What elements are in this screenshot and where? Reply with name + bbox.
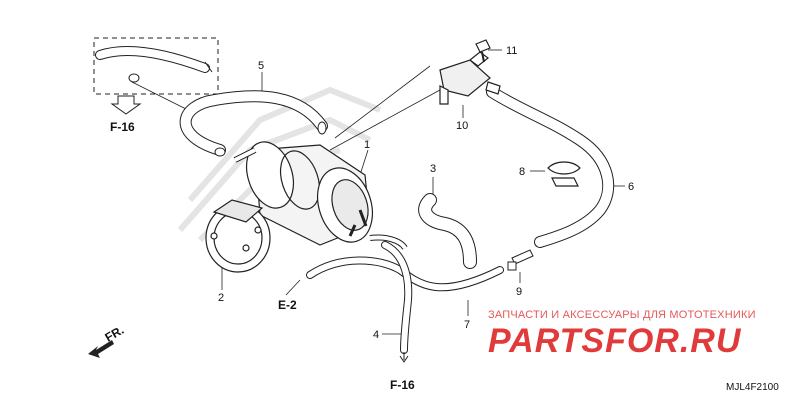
hose-7 — [306, 256, 504, 292]
leader-lines — [131, 49, 625, 335]
hose-3 — [418, 193, 477, 269]
hose-5 — [179, 90, 328, 157]
callout-6: 6 — [628, 181, 634, 193]
clip-8 — [547, 161, 581, 187]
part-code: MJL4F2100 — [726, 382, 779, 393]
front-arrow-icon — [88, 340, 114, 358]
ref-e2: E-2 — [278, 298, 297, 312]
watermark-text: ЗАПЧАСТИ И АКСЕССУАРЫ ДЛЯ МОТОТЕХНИКИ — [488, 309, 756, 321]
callout-3: 3 — [430, 163, 436, 175]
inset-hose-end — [128, 73, 140, 83]
callout-9: 9 — [516, 286, 522, 298]
inset-box — [93, 37, 219, 95]
arrow-down-icon — [110, 95, 142, 115]
e2-pointer-line — [285, 279, 301, 296]
hose-4 — [369, 234, 413, 354]
ref-f16-bottom: F-16 — [390, 378, 415, 392]
callout-7: 7 — [464, 319, 470, 331]
callout-1: 1 — [364, 139, 370, 151]
callout-8: 8 — [519, 166, 525, 178]
callout-11: 11 — [506, 45, 517, 57]
bolt-11 — [475, 39, 491, 63]
joint-9 — [507, 249, 534, 271]
arrow-down-small-icon — [399, 352, 409, 363]
callout-4: 4 — [373, 329, 379, 341]
canister-1 — [233, 141, 373, 246]
callout-5: 5 — [258, 60, 264, 72]
band-2 — [205, 199, 271, 273]
ref-f16-top: F-16 — [110, 120, 135, 134]
valve-10 — [439, 51, 501, 105]
ref-front: FR. — [103, 323, 127, 345]
callout-10: 10 — [456, 120, 468, 132]
hose-6 — [486, 86, 615, 248]
watermark-logo: PARTSFOR.RU — [488, 322, 742, 360]
callout-2: 2 — [218, 292, 224, 304]
